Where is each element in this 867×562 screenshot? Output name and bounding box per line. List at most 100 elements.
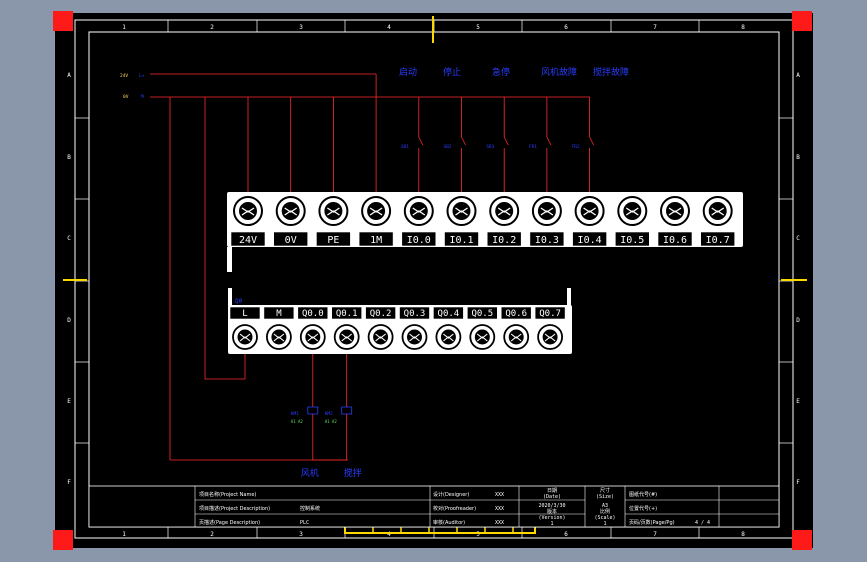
input-terminal-label: I0.7: [706, 235, 730, 246]
output-terminal-clamp: [307, 333, 319, 342]
output-coil-pin: A1 A2: [291, 419, 304, 424]
output-terminal-label: Q0.3: [404, 309, 426, 319]
auditor-label: 审核(Auditor): [433, 519, 465, 526]
output-terminal-label-box: [500, 306, 532, 320]
input-terminal-clamp: [241, 207, 255, 216]
input-terminal-clamp: [668, 207, 682, 216]
input-function-label: 搅拌故障: [593, 66, 629, 78]
grid-col-label-top: 7: [653, 24, 657, 31]
corner-marker-top-right: [792, 11, 812, 31]
input-terminal-clamp: [540, 207, 554, 216]
date-label-en: (Date): [543, 494, 561, 500]
input-terminal-label-box: [230, 231, 266, 247]
contact-blade: [503, 136, 509, 146]
output-terminal-label-box: [433, 306, 464, 320]
output-terminal-clamp: [510, 333, 522, 342]
input-terminal-clamp: [625, 207, 639, 216]
input-terminal-clamp: [412, 207, 426, 216]
output-terminal-label-box: [466, 306, 498, 320]
grid-col-label-bottom: 3: [299, 531, 303, 538]
output-coil: [307, 406, 319, 415]
output-terminal-label: L: [242, 309, 247, 319]
output-terminal-label: Q0.5: [471, 309, 493, 319]
output-terminal-clamp: [341, 333, 353, 342]
output-terminal-label-box: [229, 306, 261, 320]
output-coil: [341, 406, 353, 415]
input-terminal-label-box: [657, 231, 693, 247]
input-terminal-label-box: [316, 231, 351, 247]
grid-row-label-left: A: [67, 72, 71, 79]
grid-row-label-left: B: [67, 154, 71, 161]
supply-24v-pin: L+: [139, 73, 145, 79]
version-value: 1: [550, 521, 553, 527]
output-terminal-label-box: [534, 306, 566, 320]
project-name-label: 项目名称(Project Name): [199, 491, 256, 498]
input-terminal-label-box: [529, 231, 565, 247]
corner-marker-bottom-right: [792, 530, 812, 550]
grid-row-label-right: E: [796, 398, 800, 405]
supply-24v-label: 24V: [120, 73, 128, 79]
input-terminal-label: 0V: [285, 235, 297, 246]
project-desc-label: 项目描述(Project Description): [199, 505, 270, 512]
output-terminal-label-box: [399, 306, 430, 320]
output-terminal-label: Q0.0: [302, 309, 324, 319]
input-terminal-clamp: [497, 207, 511, 216]
input-terminal-label: I0.6: [663, 235, 687, 246]
input-strip-body: [227, 192, 743, 247]
wire-output-l: [204, 97, 246, 380]
date-label: 日期: [547, 488, 557, 494]
scale-bar: [344, 526, 536, 534]
output-terminal-clamp: [409, 333, 420, 342]
grid-col-label-top: 3: [299, 24, 303, 31]
page-desc-label: 页描述(Page Description): [199, 519, 260, 526]
grid-col-label-top: 5: [476, 24, 480, 31]
page-value: 4 / 4: [695, 520, 710, 526]
output-terminal-label-box: [365, 306, 396, 320]
output-strip-tab-left: [228, 288, 232, 306]
size-value: A3: [602, 503, 608, 509]
input-terminal-label: I0.4: [578, 235, 602, 246]
grid-col-label-bottom: 1: [122, 531, 126, 538]
corner-marker-top-left: [53, 11, 73, 31]
grid-row-label-right: A: [796, 72, 800, 79]
title-block-frame: [88, 485, 780, 528]
input-terminal-clamp: [284, 207, 298, 216]
input-terminal-label: I0.3: [535, 235, 559, 246]
output-terminal-label: Q0.7: [539, 309, 561, 319]
position-label: 位置代号(+): [629, 505, 657, 512]
scale-label-en: (Scale): [594, 515, 615, 521]
grid-row-label-left: F: [67, 479, 71, 486]
page-label: 页码/页数(Page/Pg): [629, 519, 675, 526]
auditor-value: XXX: [495, 520, 504, 526]
input-terminal-label-box: [401, 231, 437, 247]
title-block: 项目名称(Project Name) 项目描述(Project Descripti…: [88, 485, 780, 528]
output-terminal-label: Q0.6: [505, 309, 527, 319]
contact-blade: [589, 136, 594, 146]
size-label-en: (Size): [596, 494, 614, 500]
grid-row-label-left: C: [67, 235, 71, 242]
version-label-en: (Version): [538, 515, 565, 521]
date-value: 2020/3/30: [538, 503, 565, 509]
input-terminal-label: PE: [327, 235, 339, 246]
grid-col-label-bottom: 7: [653, 531, 657, 538]
grid-col-label-top: 2: [210, 24, 214, 31]
page-desc-value: PLC: [300, 520, 309, 526]
input-terminal-label-box: [572, 231, 607, 247]
output-function-label: 风机: [301, 467, 319, 479]
input-terminal-label: I0.0: [407, 235, 431, 246]
input-terminal-label: 24V: [239, 235, 257, 246]
input-function-label: 急停: [492, 66, 510, 78]
input-contact-tag: FR2: [572, 144, 580, 150]
supply-0v-pin: M: [141, 94, 144, 100]
supply-0v-label: 0V: [123, 94, 129, 100]
grid-row-label-right: B: [796, 154, 800, 161]
output-terminal-clamp: [544, 333, 556, 342]
output-strip-tab-right: [567, 288, 571, 306]
designer-label: 设计(Designer): [433, 491, 469, 498]
grid-col-label-bottom: 8: [741, 531, 745, 538]
corner-marker-bottom-left: [53, 530, 73, 550]
input-terminal-label: I0.2: [492, 235, 516, 246]
